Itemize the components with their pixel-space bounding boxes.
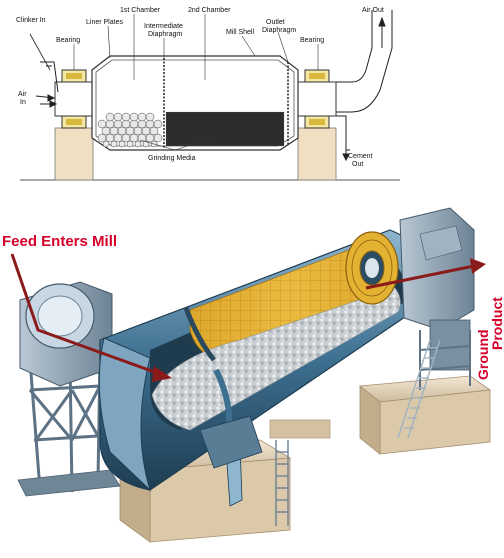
left-pier	[54, 127, 94, 181]
label-clinker-in: Clinker In	[16, 17, 46, 24]
ladder	[275, 440, 289, 526]
label-ground-product-1: Ground	[475, 329, 491, 380]
label-bearing-right: Bearing	[300, 37, 324, 44]
grinding-media-chamber-1	[97, 112, 163, 148]
label-cement-out-2: Out	[352, 161, 363, 168]
ball-mill-cutaway-illustration: Feed Enters Mill Ground Product	[2, 207, 504, 543]
label-mill-shell: Mill Shell	[226, 29, 254, 36]
label-ground-product-2: Product	[489, 297, 504, 350]
label-liner-plates: Liner Plates	[86, 19, 123, 26]
label-air-in-1: Air	[18, 91, 27, 98]
label-outlet-diaphragm-1: Outlet	[266, 19, 285, 26]
air-out-duct	[336, 10, 393, 113]
label-cement-out-1: Cement	[348, 153, 373, 160]
stairs	[397, 339, 441, 439]
label-chamber-2: 2nd Chamber	[188, 7, 231, 14]
label-air-in-2: In	[20, 99, 26, 106]
product-arrow	[365, 264, 475, 290]
grinding-media-chamber-2	[166, 112, 284, 146]
label-intermediate-diaphragm-1: Intermediate	[144, 23, 183, 30]
inlet-chute	[29, 33, 59, 93]
feed-arrow	[10, 253, 161, 376]
feed-arrowhead	[152, 366, 172, 382]
drive-gear-housing	[199, 415, 263, 469]
right-support-frame	[419, 330, 471, 390]
product-arrowhead	[470, 258, 486, 274]
intermediate-partition	[183, 307, 216, 362]
cement-out-chute	[336, 115, 350, 162]
label-chamber-1: 1st Chamber	[120, 7, 161, 14]
feed-inlet-housing	[19, 281, 113, 387]
ball-mill-schematic: Clinker In Bearing Liner Plates 1st Cham…	[16, 7, 400, 181]
discharge-housing	[399, 207, 475, 371]
mill-shell-body	[99, 229, 433, 491]
label-bearing-left: Bearing	[56, 37, 80, 44]
outlet-end-grate	[345, 231, 399, 305]
label-feed-enters-mill: Feed Enters Mill	[2, 233, 117, 250]
label-outlet-diaphragm-2: Diaphragm	[262, 27, 296, 34]
label-intermediate-diaphragm-2: Diaphragm	[148, 31, 182, 38]
air-in-arrows	[35, 94, 58, 108]
label-air-out: Air Out	[362, 7, 384, 14]
right-pier	[297, 127, 337, 181]
label-grinding-media: Grinding Media	[148, 155, 196, 162]
